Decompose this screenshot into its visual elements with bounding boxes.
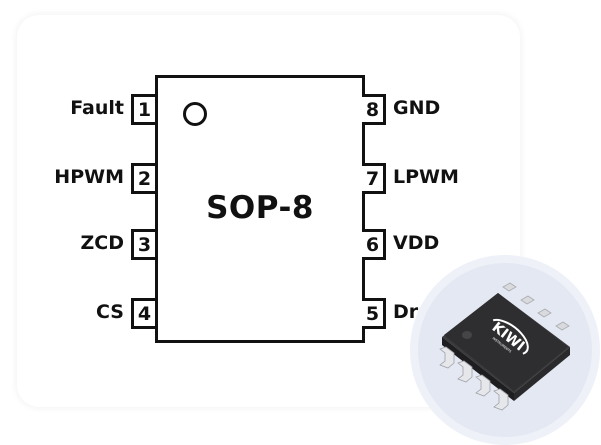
pin-label-cs: CS — [96, 301, 124, 323]
pin-label-gnd: GND — [393, 97, 441, 119]
pin-number-5: 5 — [362, 298, 386, 329]
pin-label-hpwm: HPWM — [54, 166, 124, 188]
pin-number-7: 7 — [362, 163, 386, 194]
pin-label-zcd: ZCD — [80, 232, 125, 254]
pin-number-8: 8 — [362, 94, 386, 125]
package-name: SOP-8 — [206, 190, 314, 226]
pin-number-4: 4 — [131, 298, 155, 329]
pin-label-lpwm: LPWM — [393, 166, 459, 188]
pin1-indicator-icon — [183, 102, 207, 126]
pin-label-vdd: VDD — [393, 232, 440, 254]
pin-number-2: 2 — [131, 163, 155, 194]
pin-label-fault: Fault — [70, 97, 124, 119]
pin-number-3: 3 — [131, 229, 155, 260]
pin-number-1: 1 — [131, 94, 155, 125]
chip-photo-icon: KIWI INSTRUMENTS — [439, 282, 570, 411]
pin-number-6: 6 — [362, 229, 386, 260]
